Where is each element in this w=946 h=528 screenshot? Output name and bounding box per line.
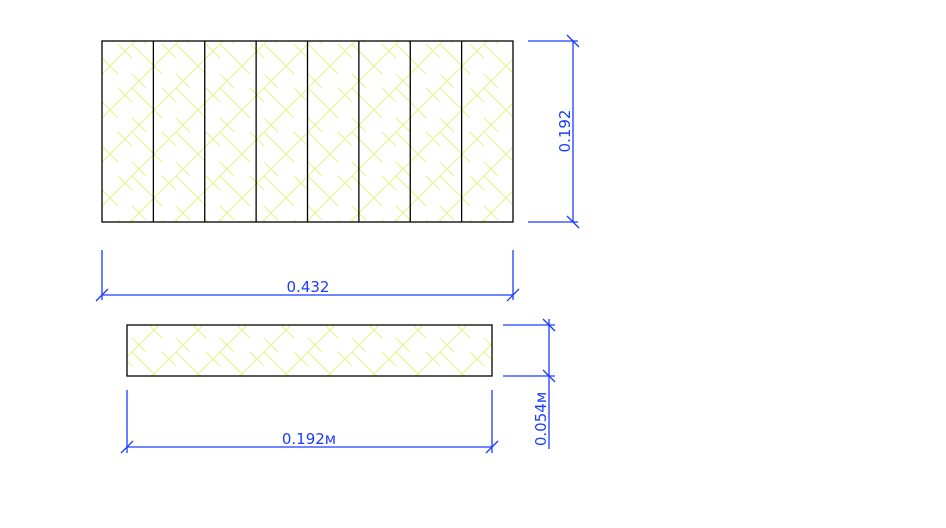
section-height-label: 0.054м	[532, 392, 550, 446]
width-label: 0.432	[287, 278, 330, 296]
dimension-width-top: 0.432	[95, 250, 520, 302]
dimension-height-top: 0.192	[528, 34, 580, 229]
board-assembly	[101, 40, 514, 223]
section-width-label: 0.192м	[282, 430, 336, 448]
board-dividers	[152, 41, 463, 222]
height-label: 0.192	[556, 110, 574, 153]
dimension-height-section: 0.054м	[503, 318, 556, 449]
dimension-width-section: 0.192м	[120, 390, 499, 454]
board-section	[126, 324, 493, 377]
